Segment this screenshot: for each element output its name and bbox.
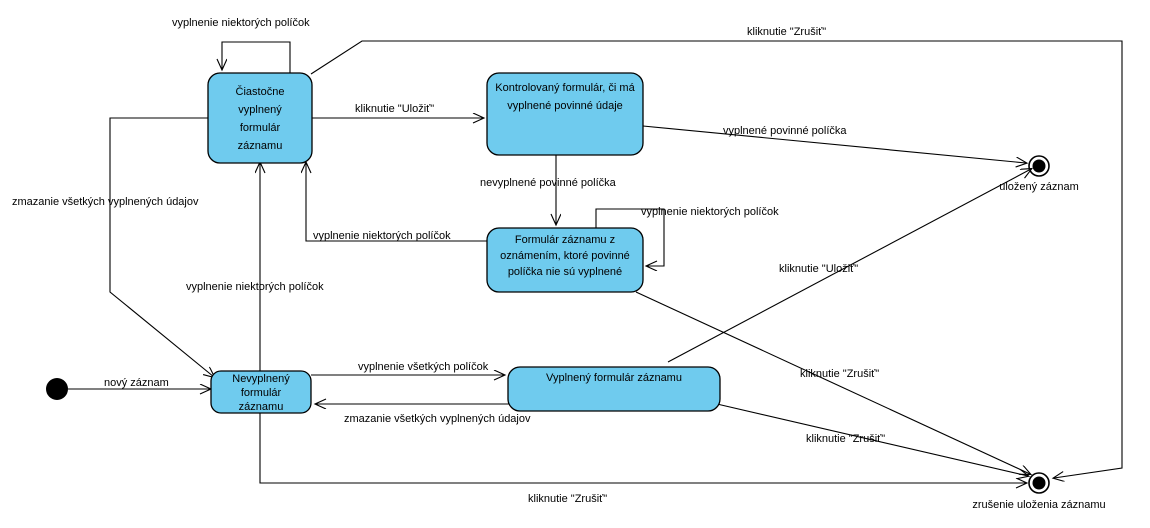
edge-label-save-right: kliknutie "Uložiť"	[779, 263, 858, 275]
state-label-line: oznámením, ktoré povinné	[500, 250, 630, 262]
state-box[interactable]	[210, 370, 312, 414]
edge-line	[716, 403, 1028, 476]
edge-line	[222, 41, 291, 73]
final-node-dot	[1032, 476, 1046, 490]
state-formular-s-oznamenim[interactable]: Formulár záznamu z oznámením, ktoré povi…	[486, 227, 644, 293]
edge-line	[635, 291, 1030, 474]
state-label-line: políčka nie sú vyplnené	[508, 266, 622, 278]
transition-notice-to-cancelled: kliknutie "Zrušiť"	[635, 291, 1030, 474]
state-nevyplneny-formular[interactable]: Nevyplnený formulár záznamu	[210, 370, 312, 414]
edge-label-save-top: kliknutie "Uložiť"	[355, 103, 434, 115]
state-label-line: vyplnený	[238, 104, 282, 116]
transition-filled-to-cancelled: kliknutie "Zrušiť"	[716, 403, 1028, 476]
state-box[interactable]	[486, 227, 644, 293]
final-node-saved: uložený záznam	[999, 155, 1079, 193]
transition-empty-to-filled: vyplnenie všetkých políčok	[311, 361, 504, 375]
state-label-line: Formulár záznamu z	[515, 234, 615, 246]
edge-label-required-missing: nevyplnené povinné políčka	[480, 177, 617, 189]
final-node-dot	[1032, 159, 1046, 173]
edge-label-cancel-right-low: kliknutie "Zrušiť"	[806, 433, 885, 445]
state-vyplneny-formular[interactable]: Vyplnený formulár záznamu	[507, 366, 721, 412]
state-label-line: Čiastočne	[236, 85, 285, 98]
edge-label-all-fields: vyplnenie všetkých políčok	[358, 361, 489, 373]
state-label-line: vyplnené povinné údaje	[507, 100, 623, 112]
final-node-cancelled: zrušenie uloženia záznamu	[972, 472, 1106, 511]
initial-node	[46, 378, 68, 400]
edge-line	[109, 117, 214, 377]
edge-line	[306, 163, 487, 242]
transition-empty-to-cancelled: kliknutie "Zrušiť"	[259, 410, 1026, 505]
final-node-ring	[1028, 155, 1050, 177]
edge-line	[667, 169, 1031, 363]
edge-label-notice-selfloop: vyplnenie niektorých políčok	[641, 206, 779, 218]
transition-notice-selfloop: vyplnenie niektorých políčok	[595, 206, 779, 266]
state-label-line: formulár	[241, 387, 282, 399]
state-box[interactable]	[207, 72, 313, 164]
edge-label-erase-all-bottom: zmazanie všetkých vyplnených údajov	[344, 413, 531, 425]
edge-label-cancel-top: kliknutie "Zrušiť"	[747, 26, 826, 38]
final-node-label-cancelled: zrušenie uloženia záznamu	[972, 499, 1105, 511]
state-label-line: Vyplnený formulár záznamu	[546, 372, 682, 384]
transition-empty-to-partial: vyplnenie niektorých políčok	[186, 163, 324, 372]
edge-label-required-filled: vyplnené povinné políčka	[723, 125, 847, 137]
state-label-line: záznamu	[239, 401, 284, 413]
edge-label-cancel-right-mid: kliknutie "Zrušiť"	[800, 368, 879, 380]
edge-line	[310, 40, 1123, 478]
initial-node-dot	[46, 378, 68, 400]
edge-line	[595, 208, 665, 266]
final-node-label-saved: uložený záznam	[999, 181, 1079, 193]
edge-label-erase-all-left: zmazanie všetkých vyplnených údajov	[12, 196, 199, 208]
final-node-ring	[1028, 472, 1050, 494]
edge-label-new-record: nový záznam	[104, 377, 169, 389]
state-label-line: záznamu	[238, 140, 283, 152]
transition-partial-to-checked: kliknutie "Uložiť"	[312, 103, 483, 118]
transition-notice-to-partial: vyplnenie niektorých políčok	[306, 163, 487, 242]
edge-label-some-fields-low: vyplnenie niektorých políčok	[186, 281, 324, 293]
state-kontrolovany-formular[interactable]: Kontrolovaný formulár, či má vyplnené po…	[486, 72, 644, 156]
state-box[interactable]	[507, 366, 721, 412]
state-label-line: formulár	[240, 122, 281, 134]
transition-checked-to-notice: nevyplnené povinné políčka	[480, 155, 617, 224]
transition-partial-to-cancelled-top: kliknutie "Zrušiť"	[310, 26, 1123, 478]
state-ciastocne-vyplneny-formular[interactable]: Čiastočne vyplnený formulár záznamu	[207, 72, 313, 164]
transition-checked-to-saved: vyplnené povinné políčka	[642, 125, 1026, 163]
transition-partial-selfloop: vyplnenie niektorých políčok	[172, 17, 310, 73]
state-label-line: Kontrolovaný formulár, či má	[495, 82, 635, 94]
edge-line	[259, 410, 1026, 483]
transition-filled-to-saved: kliknutie "Uložiť"	[667, 169, 1031, 363]
edge-label-partial-selfloop: vyplnenie niektorých políčok	[172, 17, 310, 29]
edge-label-some-fields-mid: vyplnenie niektorých políčok	[313, 230, 451, 242]
transition-partial-to-empty: zmazanie všetkých vyplnených údajov	[12, 117, 214, 377]
state-box[interactable]	[486, 72, 644, 156]
state-label-line: Nevyplnený	[232, 373, 290, 385]
edge-line	[642, 125, 1026, 163]
edge-label-cancel-bottom: kliknutie "Zrušiť"	[528, 493, 607, 505]
transition-start-to-empty: nový záznam	[68, 377, 210, 389]
